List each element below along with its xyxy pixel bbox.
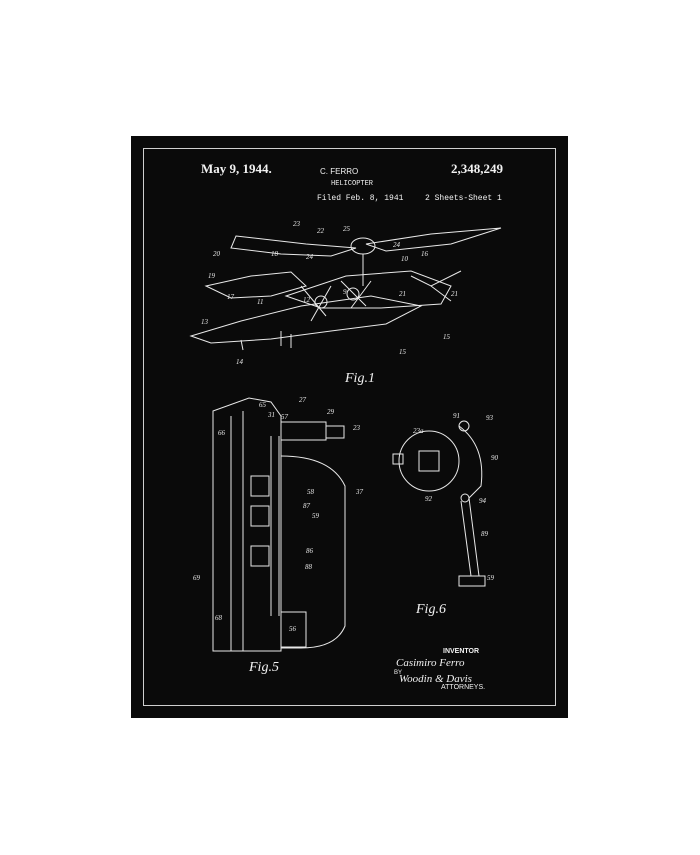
svg-text:29: 29 <box>327 408 335 416</box>
patent-title: HELICOPTER <box>331 180 374 188</box>
svg-text:66: 66 <box>218 429 226 437</box>
svg-text:86: 86 <box>306 547 314 555</box>
svg-text:16: 16 <box>421 250 429 258</box>
fig5-label: Fig.5 <box>249 660 279 675</box>
svg-text:94: 94 <box>479 497 487 505</box>
svg-text:59: 59 <box>487 574 495 582</box>
svg-text:18: 18 <box>271 250 279 258</box>
attorney-signature: Woodin & Davis <box>399 673 472 685</box>
svg-text:93: 93 <box>486 414 494 422</box>
svg-text:21: 21 <box>399 290 406 298</box>
svg-text:68: 68 <box>215 614 223 622</box>
poster-border <box>143 148 556 706</box>
svg-text:89: 89 <box>481 530 489 538</box>
svg-text:20: 20 <box>213 250 221 258</box>
svg-text:25: 25 <box>343 225 351 233</box>
svg-text:88: 88 <box>305 563 313 571</box>
svg-text:23a: 23a <box>413 427 424 435</box>
svg-text:22: 22 <box>317 227 325 235</box>
patent-poster: 23 22 25 24 20 18 24 10 16 19 17 11 12 9… <box>131 136 568 718</box>
svg-text:11: 11 <box>257 298 263 306</box>
sheet-count: 2 Sheets-Sheet 1 <box>425 194 502 203</box>
svg-text:10: 10 <box>401 255 409 263</box>
svg-text:92: 92 <box>425 495 433 503</box>
svg-text:65: 65 <box>259 401 267 409</box>
svg-text:31: 31 <box>267 411 275 419</box>
svg-text:59: 59 <box>312 512 320 520</box>
fig5-cutaway-drawing: 65 27 29 23 31 57 66 37 58 87 59 86 88 6… <box>193 396 364 652</box>
inventor-signature: Casimiro Ferro <box>396 657 465 669</box>
svg-text:58: 58 <box>307 488 315 496</box>
svg-text:27: 27 <box>299 396 307 404</box>
svg-text:14: 14 <box>236 358 244 366</box>
svg-text:69: 69 <box>193 574 201 582</box>
svg-text:21: 21 <box>451 290 458 298</box>
svg-text:24: 24 <box>393 241 401 249</box>
svg-text:9: 9 <box>343 288 347 296</box>
svg-text:12: 12 <box>303 296 311 304</box>
patent-drawing: 23 22 25 24 20 18 24 10 16 19 17 11 12 9… <box>189 220 502 652</box>
svg-text:56: 56 <box>289 625 297 633</box>
inventor-name: C. FERRO <box>320 167 359 176</box>
fig6-lever-drawing: 91 93 23a 90 92 94 89 59 <box>392 412 499 587</box>
patent-number: 2,348,249 <box>451 161 503 176</box>
fig6-label: Fig.6 <box>416 602 446 617</box>
patent-date: May 9, 1944. <box>201 161 272 176</box>
fig1-label: Fig.1 <box>345 371 375 386</box>
svg-text:24: 24 <box>306 253 314 261</box>
svg-text:19: 19 <box>208 272 216 280</box>
svg-text:23: 23 <box>293 220 301 228</box>
svg-text:91: 91 <box>453 412 460 420</box>
svg-text:57: 57 <box>281 413 289 421</box>
svg-text:15: 15 <box>443 333 451 341</box>
svg-text:15: 15 <box>399 348 407 356</box>
by-label: BY <box>394 670 403 676</box>
attorneys-label: ATTORNEYS. <box>441 684 486 691</box>
filed-date: Filed Feb. 8, 1941 <box>317 194 404 203</box>
svg-text:17: 17 <box>227 293 235 301</box>
inventor-label: INVENTOR <box>443 648 480 655</box>
fig1-helicopter-drawing: 23 22 25 24 20 18 24 10 16 19 17 11 12 9… <box>189 220 502 366</box>
svg-text:13: 13 <box>201 318 209 326</box>
svg-text:23: 23 <box>353 424 361 432</box>
svg-text:37: 37 <box>355 488 364 496</box>
svg-text:90: 90 <box>491 454 499 462</box>
svg-text:87: 87 <box>303 502 311 510</box>
